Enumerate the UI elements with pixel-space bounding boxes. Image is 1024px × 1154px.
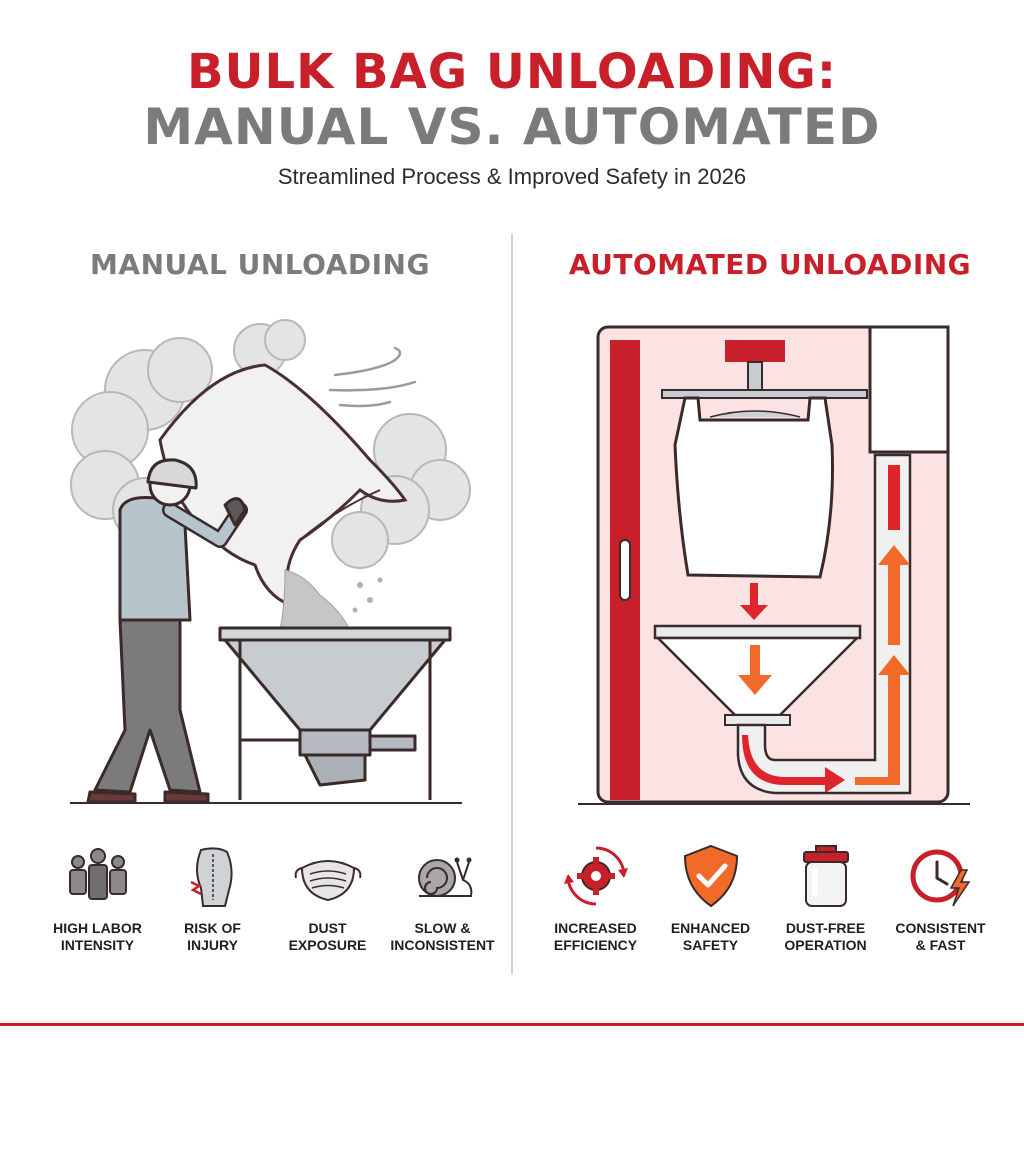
hopper	[218, 626, 452, 800]
flow-arrow-up	[855, 655, 910, 785]
clock-lightning-icon	[910, 849, 970, 907]
automated-unloading-illustration	[578, 325, 970, 805]
funnel-rim	[653, 624, 862, 640]
workers-group-icon	[68, 848, 127, 900]
feature-label: ENHANCED SAFETY	[670, 920, 751, 953]
shield-check-icon	[683, 844, 738, 908]
feature-label: RISK OF INJURY	[184, 920, 241, 953]
title-line-2: MANUAL VS. AUTOMATED	[143, 98, 881, 156]
feature-dust-exposure: DUST EXPOSURE	[270, 840, 385, 954]
subtitle: Streamlined Process & Improved Safety in…	[277, 164, 747, 189]
title-line-1: BULK BAG UNLOADING:	[186, 44, 838, 100]
flow-arrow-up-3	[888, 465, 900, 530]
flow-arrow-down-2	[738, 645, 772, 695]
automated-heading: AUTOMATED UNLOADING	[568, 248, 972, 281]
bulk-bag	[673, 396, 834, 579]
flow-arrow-down	[740, 583, 768, 620]
pouring-powder	[279, 569, 351, 631]
hoist-beam	[661, 389, 868, 399]
feature-label: HIGH LABOR INTENSITY	[53, 920, 142, 953]
flow-arrow-up-2	[878, 545, 910, 645]
sealed-container-icon	[802, 845, 849, 907]
manual-feature-row: HIGH LABOR INTENSITY RISK OF INJURY DUST…	[40, 840, 500, 954]
dust-mask-icon	[294, 860, 361, 902]
snail-icon	[417, 857, 472, 897]
center-divider	[511, 234, 513, 974]
feature-label: INCREASED EFFICIENCY	[553, 920, 638, 953]
feature-dust-free: DUST-FREE OPERATION	[768, 840, 883, 954]
feature-high-labor: HIGH LABOR INTENSITY	[40, 840, 155, 954]
gear-cycle-icon	[563, 846, 628, 906]
door-handle	[619, 539, 631, 601]
flow-arrow-right	[742, 735, 845, 793]
hoist-block	[725, 340, 785, 362]
manual-unloading-illustration	[70, 319, 471, 804]
bottom-rule	[0, 1023, 1024, 1026]
wind-lines	[328, 346, 417, 408]
feature-fast: CONSISTENT & FAST	[883, 840, 998, 954]
feature-label: DUST-FREE OPERATION	[784, 920, 867, 953]
feature-label: DUST EXPOSURE	[288, 920, 367, 953]
feature-slow: SLOW & INCONSISTENT	[385, 840, 500, 954]
feature-risk-injury: RISK OF INJURY	[155, 840, 270, 954]
worker-figure	[86, 458, 248, 804]
automated-feature-row: INCREASED EFFICIENCY ENHANCED SAFETY DUS…	[538, 840, 998, 954]
feature-label: CONSISTENT & FAST	[895, 920, 986, 953]
manual-heading: MANUAL UNLOADING	[90, 248, 430, 281]
control-panel	[868, 325, 950, 454]
back-injury-icon	[189, 847, 233, 907]
feature-efficiency: INCREASED EFFICIENCY	[538, 840, 653, 954]
feature-label: SLOW & INCONSISTENT	[390, 920, 495, 953]
feature-safety: ENHANCED SAFETY	[653, 840, 768, 954]
